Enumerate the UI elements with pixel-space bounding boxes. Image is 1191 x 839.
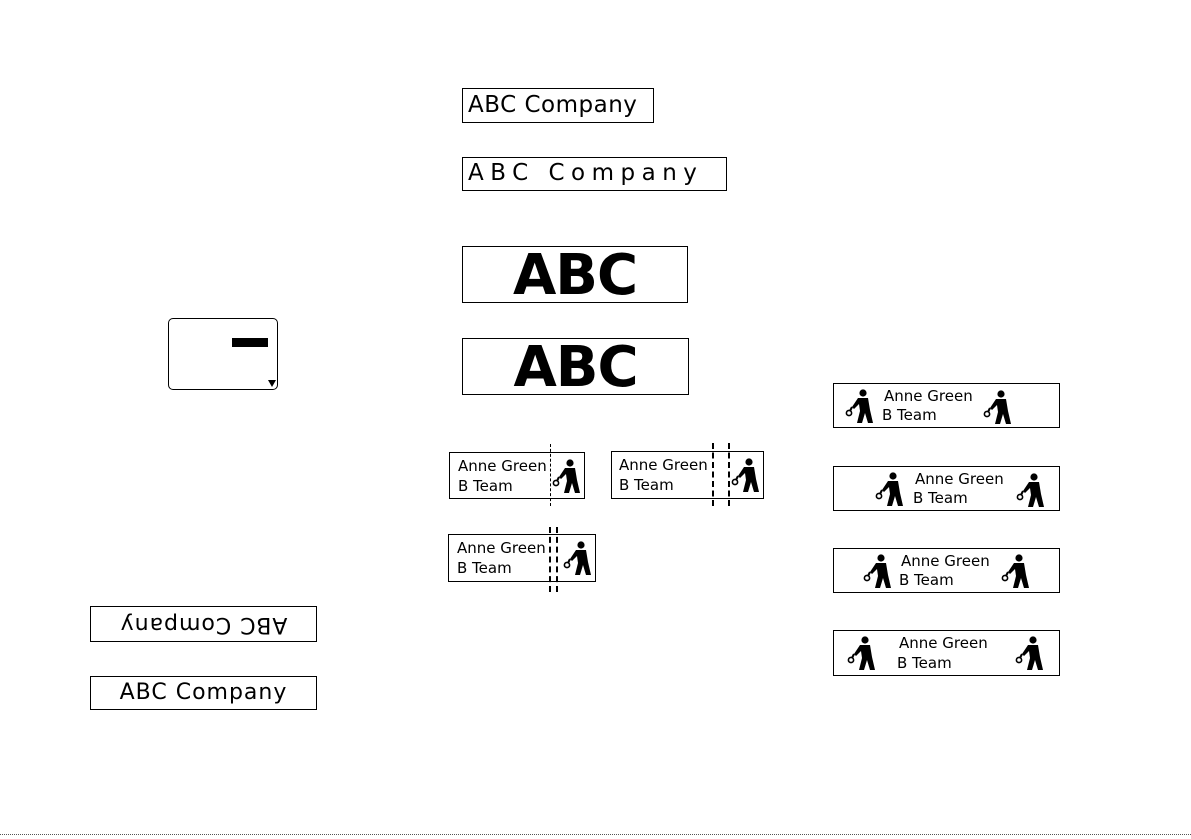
- tennis-player-icon: [846, 389, 876, 425]
- triangle-down-icon: [268, 380, 276, 387]
- label-text-large: ABC: [463, 248, 687, 304]
- label-text-mirrored: ABC Company: [91, 613, 316, 635]
- cut-line: [556, 527, 558, 592]
- tennis-player-icon: [864, 554, 894, 590]
- label-wide-spacing: ABC Company: [462, 157, 727, 191]
- tennis-player-icon: [876, 472, 906, 508]
- label-cut-double: Anne Green B Team: [611, 451, 764, 499]
- tennis-player-icon: [564, 541, 594, 577]
- tennis-player-icon: [732, 458, 762, 494]
- label-align-left: Anne Green B Team: [833, 383, 1060, 428]
- lcd-display: [168, 318, 278, 390]
- name-line-1: Anne Green: [619, 458, 708, 473]
- label-align-justify: Anne Green B Team: [833, 630, 1060, 676]
- lcd-bar: [232, 338, 268, 347]
- label-text: ABC Company: [91, 682, 316, 704]
- page-bottom-rule: [0, 834, 1191, 835]
- label-normal: ABC Company: [90, 676, 317, 710]
- cut-line: [549, 527, 551, 592]
- cut-line: [550, 444, 551, 506]
- cut-line: [712, 443, 714, 506]
- label-text-large: ABC: [463, 340, 688, 396]
- name-line-2: B Team: [619, 478, 674, 493]
- name-line-1: Anne Green: [884, 389, 973, 404]
- tennis-player-icon: [848, 636, 878, 672]
- label-align-right: Anne Green B Team: [833, 466, 1060, 511]
- label-cut-tight: Anne Green B Team: [448, 534, 596, 582]
- label-large-abc-smoothed: ABC: [462, 338, 689, 395]
- tennis-player-icon: [553, 459, 583, 495]
- name-line-2: B Team: [897, 656, 952, 671]
- name-line-2: B Team: [913, 491, 968, 506]
- name-line-2: B Team: [458, 479, 513, 494]
- label-mirror: ABC Company: [90, 606, 317, 642]
- label-text: ABC Company: [468, 162, 703, 185]
- label-text: ABC Company: [468, 94, 637, 117]
- name-line-1: Anne Green: [915, 472, 1004, 487]
- name-line-1: Anne Green: [899, 636, 988, 651]
- label-large-abc: ABC: [462, 246, 688, 303]
- name-line-2: B Team: [899, 573, 954, 588]
- name-line-2: B Team: [882, 408, 937, 423]
- tennis-player-icon: [1002, 554, 1032, 590]
- name-line-1: Anne Green: [458, 459, 547, 474]
- name-line-1: Anne Green: [901, 554, 990, 569]
- name-line-1: Anne Green: [457, 541, 546, 556]
- name-line-2: B Team: [457, 561, 512, 576]
- label-align-center: Anne Green B Team: [833, 548, 1060, 593]
- cut-line: [728, 443, 730, 506]
- label-cut-single: Anne Green B Team: [449, 452, 585, 499]
- tennis-player-icon: [1017, 473, 1047, 509]
- label-narrow-spacing: ABC Company: [462, 88, 654, 123]
- tennis-player-icon: [984, 390, 1014, 426]
- tennis-player-icon: [1016, 636, 1046, 672]
